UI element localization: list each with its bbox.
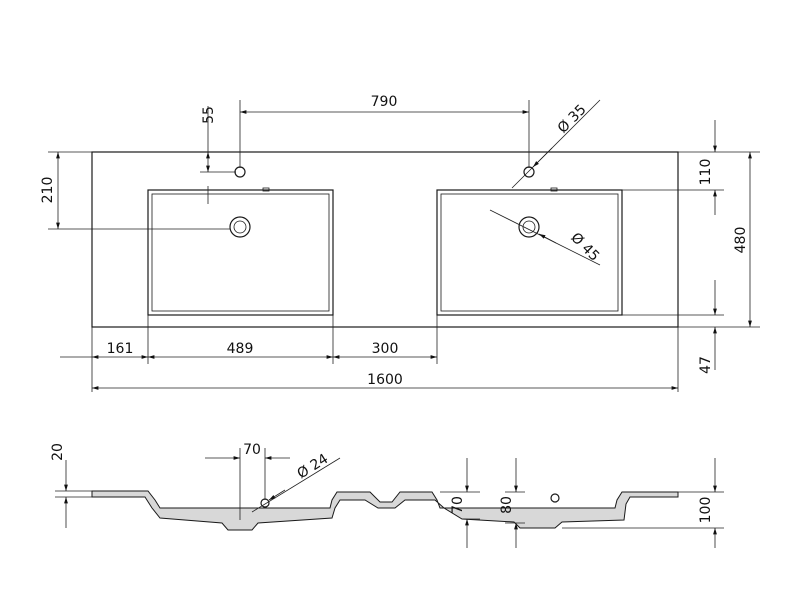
side-section: 20 70 Ø 24 70 80 100 [50, 442, 724, 548]
dim-dia-35: Ø 35 [555, 102, 590, 137]
right-drain [518, 216, 540, 238]
dim-47: 47 [698, 356, 714, 374]
dim-210: 210 [40, 177, 56, 204]
dim-1600: 1600 [367, 372, 403, 388]
dim-20: 20 [50, 443, 66, 461]
dim-300: 300 [372, 341, 399, 357]
dim-790: 790 [371, 94, 398, 110]
dim-55: 55 [201, 106, 217, 124]
section-overflow-hole-right [550, 493, 560, 503]
dim-110: 110 [698, 159, 714, 186]
left-tap-hole [234, 166, 246, 178]
dim-489: 489 [227, 341, 254, 357]
dim-80: 80 [499, 496, 515, 514]
dim-dia-45: Ø 45 [567, 230, 602, 265]
section-profile [91, 490, 679, 531]
countertop-outline [91, 151, 679, 328]
dim-161: 161 [107, 341, 134, 357]
left-drain [229, 216, 251, 238]
dim-100: 100 [698, 497, 714, 524]
top-view: 55 790 Ø 35 210 Ø 45 110 480 47 [40, 94, 760, 392]
dim-480: 480 [733, 227, 749, 254]
dim-70-top: 70 [243, 442, 261, 458]
right-basin [436, 166, 623, 316]
right-tap-hole [523, 166, 535, 178]
dim-70-vertical: 70 [450, 496, 466, 514]
left-basin [147, 166, 334, 316]
dim-dia-24: Ø 24 [295, 451, 332, 482]
